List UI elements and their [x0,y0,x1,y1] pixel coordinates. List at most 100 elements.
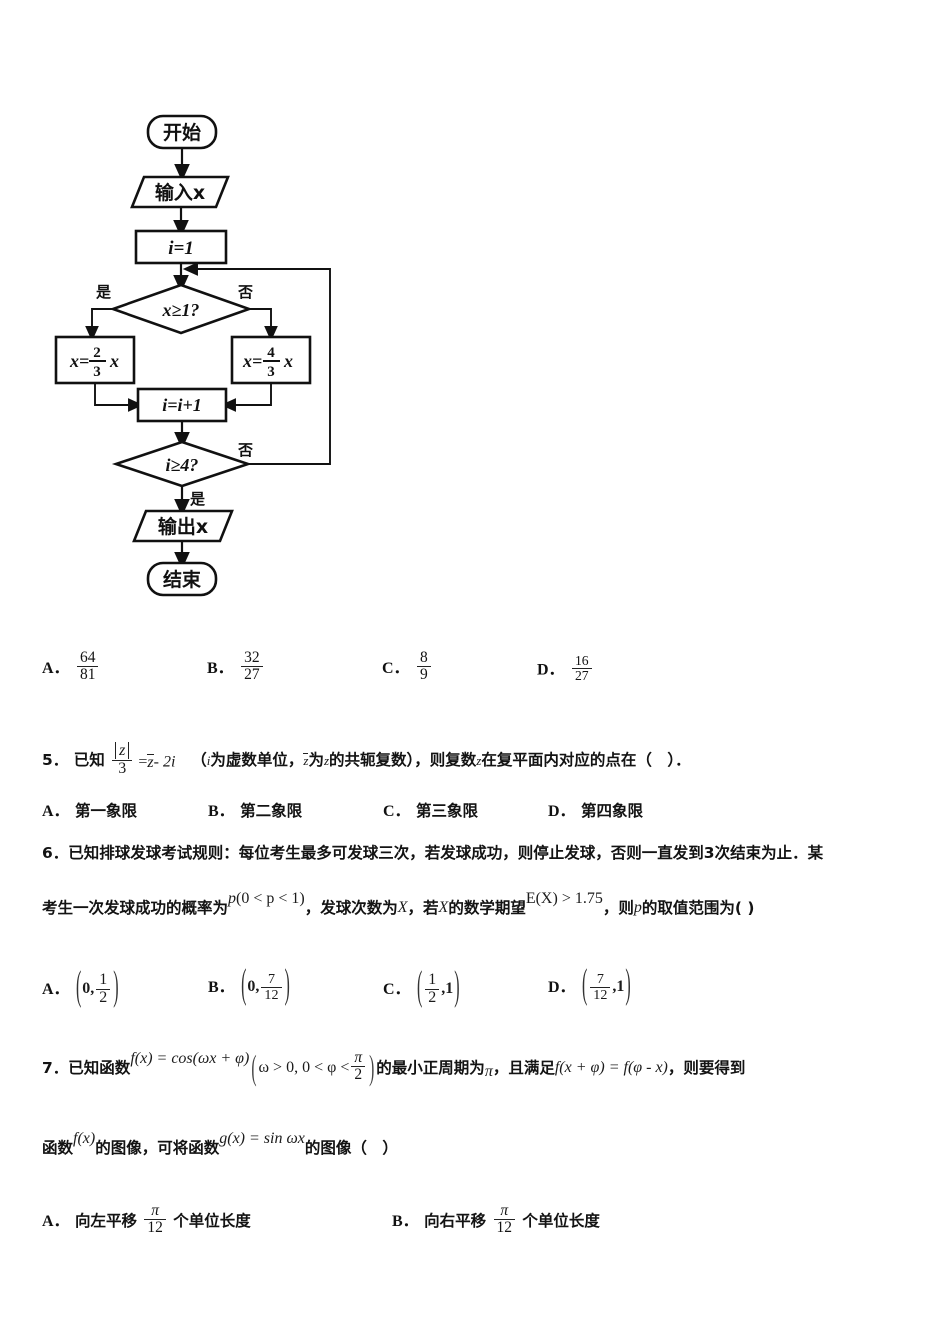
q6-option-c-interval: ( 1 2 ,1 ) [416,966,461,1009]
q6-probability-p: p [228,890,237,908]
q6-variable-X: X [397,899,408,917]
flow-node-output [132,509,234,543]
q5-formula-equals: = [138,753,148,771]
q6-option-d: D． ( 7 12 ,1 ) [548,963,632,1006]
q7-line2-c: 的图像（ ） [304,1139,398,1157]
q5-formula-conjugate: z [147,753,154,771]
q6-option-a-paren-open: ( [75,965,82,1010]
q7-option-b-prefix: 向右平移 [424,1211,487,1230]
q5-option-c-letter: C． [383,803,411,820]
q7-option-a-suffix: 个单位长度 [173,1211,251,1230]
q6-option-a-paren-close: ) [113,965,119,1010]
q6-option-a-interval: ( 0, 1 2 ) [75,966,120,1009]
flow-node-input [130,175,230,209]
q7-option-b-suffix: 个单位长度 [522,1211,600,1230]
q6-option-d-paren-close: ) [625,962,631,1008]
q6-line2-a: 考生一次发球成功的概率为 [42,899,229,917]
q6-line2-c: ，若 [407,899,439,917]
flow-node-assign-right-denominator: 3 [267,364,275,380]
q5-formula-fraction: z 3 [112,742,133,778]
flow-node-end [146,561,218,597]
q7-option-a: A． 向左平移 π 12 个单位长度 [42,1202,251,1237]
q5-option-d-text: 第四象限 [580,802,643,820]
q5-number: 5． [42,750,69,769]
flow-node-output-label: 输出x [158,515,208,538]
flow-label-no-loop: 否 [237,441,253,459]
q7-line2-a: 函数 [42,1139,74,1157]
q5-symbol-i: i [206,752,211,768]
q5-stem-tail-2: 在复平面内对应的点在（ ）． [481,750,691,769]
q4-option-d-denominator: 27 [571,668,592,683]
q5-symbol-zbar: z [303,752,309,768]
q6-option-d-paren-open: ( [581,962,588,1008]
flow-node-init [134,229,228,265]
q7-equation: f(x + φ) = f(φ - x) [554,1059,668,1077]
q6-option-c-numerator: 1 [428,971,437,988]
q4-option-d-fraction: 16 27 [571,653,592,684]
q7-option-a-prefix: 向左平移 [74,1211,137,1230]
flow-label-yes-output: 是 [189,490,206,508]
q6-variable-X2: X [438,899,449,917]
flow-node-start-label: 开始 [163,121,201,144]
q5-formula: z 3 =z- 2i [110,742,175,778]
flow-node-init-label: i=1 [168,238,194,259]
q6-option-a-letter: A． [42,980,70,998]
q5-option-c: C． 第三象限 [383,803,478,821]
q4-option-a-denominator: 81 [76,666,99,683]
flow-edge-left-increment [94,383,144,412]
q4-option-b-numerator: 32 [244,649,260,666]
q6-stem-line1: 6．已知排球发球考试规则：每位考生最多可发球三次，若发球成功，则停止发球，否则一… [42,845,823,861]
q7-line2-b: 的图像，可将函数 [95,1139,220,1157]
q7-number: 7． [42,1058,69,1077]
q5-formula-denominator: 3 [112,759,133,778]
q5-option-b-text: 第二象限 [240,802,303,820]
q7-option-b: B． 向右平移 π 12 个单位长度 [392,1202,600,1237]
q4-option-a-letter: A． [42,659,70,677]
q5-option-b: B． 第二象限 [208,803,302,821]
q5-option-c-text: 第三象限 [415,802,478,820]
q7-cond-paren-open: ( [251,1049,257,1088]
q7-function-g: g(x) = sin ωx [219,1130,305,1148]
q7-option-b-letter: B． [392,1212,419,1230]
q6-option-d-interval: ( 7 12 ,1 ) [581,963,632,1006]
flow-node-assign-left-suffix: x [109,351,119,371]
q5-option-a-letter: A． [42,803,70,820]
q7-function-f: f(x) = cos(ωx + φ) [130,1050,250,1068]
q6-stem-line2: 考生一次发球成功的概率为p(0 < p < 1)，发球次数为X，若X的数学期望E… [42,890,754,917]
q4-option-a-fraction: 64 81 [76,649,99,684]
flow-node-decision-x-label: x≥1? [162,300,200,320]
q7-line1-d: ，则要得到 [667,1058,746,1077]
q4-option-a-numerator: 64 [79,649,96,666]
q6-option-c-right: 1 [445,980,454,998]
q6-option-d-numerator: 7 [596,971,604,987]
q4-option-c: C． 8 9 [382,649,433,684]
flow-node-assign-left [54,335,136,385]
q4-option-b-denominator: 27 [241,666,263,683]
q6-p-symbol: p [633,899,642,917]
flow-node-assign-right-numerator: 4 [267,345,275,361]
q5-option-a-text: 第一象限 [74,802,137,820]
flow-label-no-right: 否 [237,283,253,301]
flow-node-assign-right-label: x= [242,351,262,371]
q5-paren-open: （ [191,750,207,769]
q6-option-c-denominator: 2 [425,988,440,1007]
q6-option-c-paren-open: ( [416,965,423,1010]
q7-condition: ω > 0, 0 < φ < [258,1059,350,1077]
q6-option-d-denominator: 12 [590,986,611,1003]
q4-option-a: A． 64 81 [42,649,100,684]
flow-node-decision-x [109,283,253,335]
q6-option-c-letter: C． [383,980,411,998]
q6-option-d-right: 1 [616,978,625,996]
q6-option-b-paren-open: ( [241,962,247,1008]
q6-line2-e: ，则 [602,899,634,917]
q6-option-c: C． ( 1 2 ,1 ) [383,966,461,1009]
q4-option-c-fraction: 8 9 [416,649,431,684]
q4-option-c-numerator: 8 [419,649,428,666]
q6-number: 6． [42,844,69,862]
q4-option-b-fraction: 32 27 [241,649,263,684]
q5-stem: 5． 已知 z 3 =z- 2i （i为虚数单位，z为z的共轭复数），则复数z在… [42,742,691,778]
q6-option-a-numerator: 1 [99,971,108,988]
flow-edge-right-increment [220,383,272,412]
q6-option-b: B． ( 0, 7 12 ) [208,963,291,1006]
